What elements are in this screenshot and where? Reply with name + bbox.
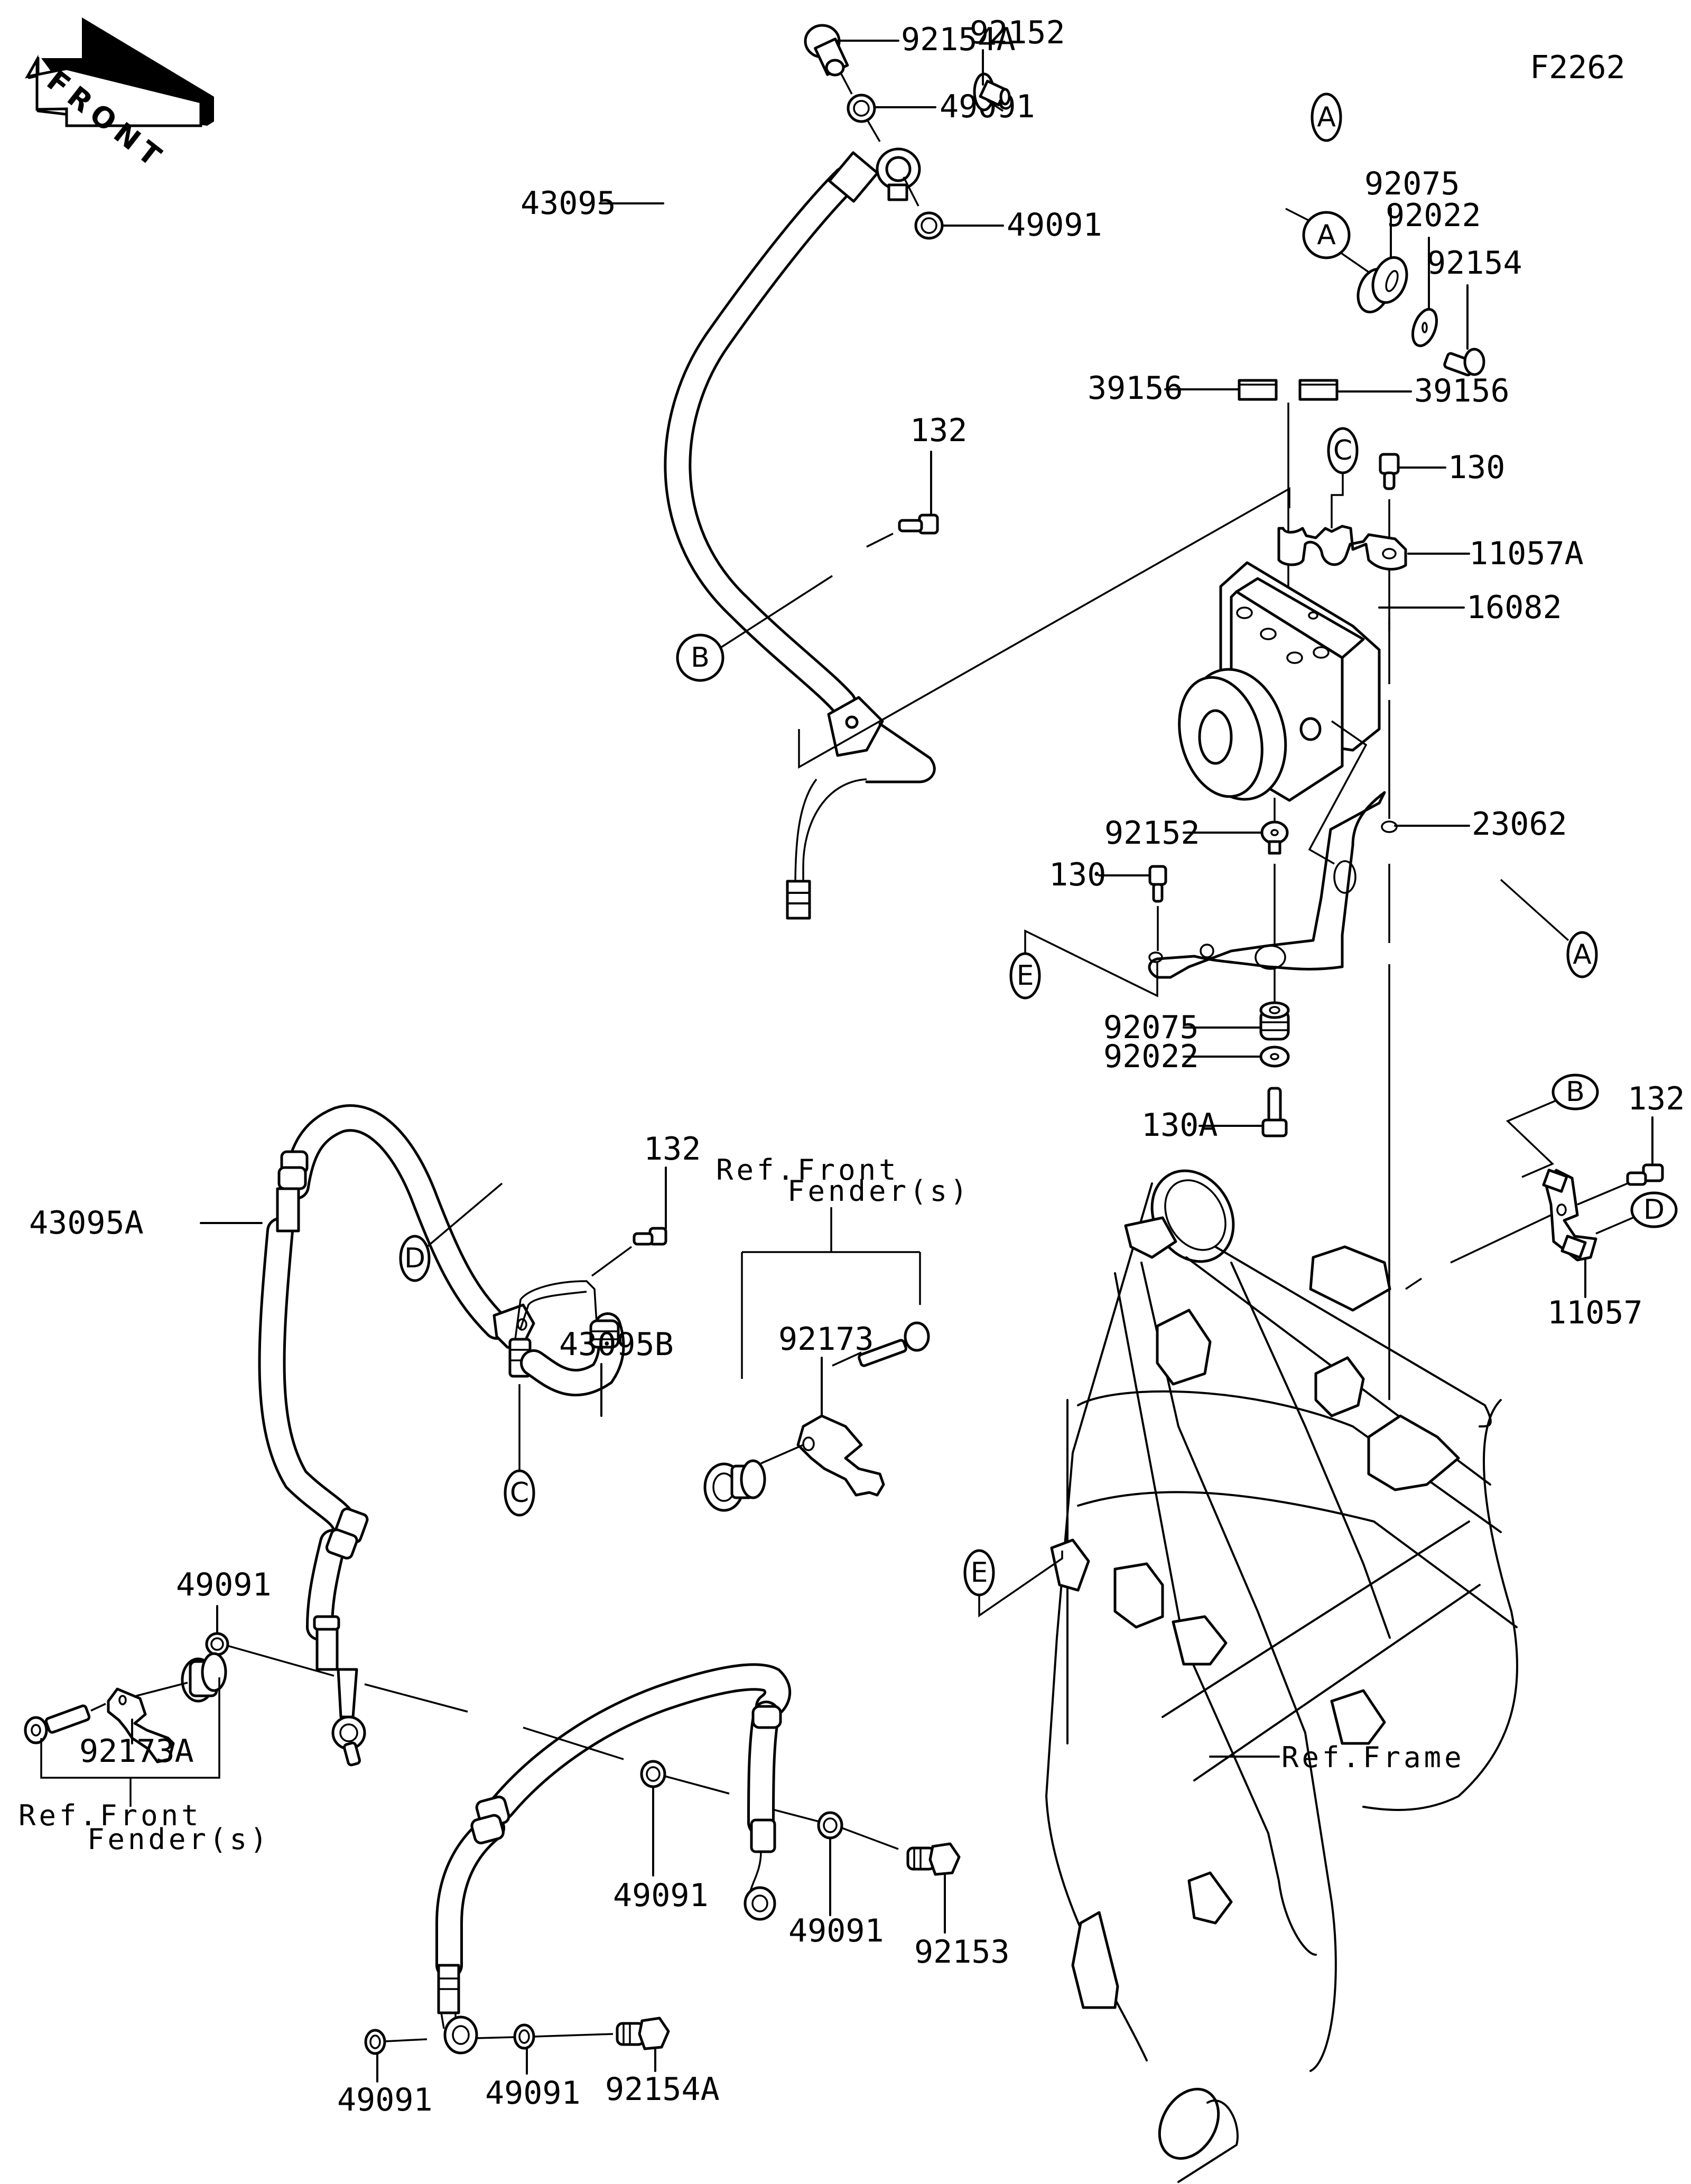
svg-text:E: E	[1017, 960, 1034, 992]
ref-front-fender-bottom: Ref.Front Fender(s)	[18, 1677, 271, 1856]
callout-a-bracket: A	[1500, 879, 1598, 978]
bolt-130a: 130A	[1141, 1087, 1288, 1144]
part-label-43095b: 43095B	[559, 1326, 674, 1363]
part-label-11057a: 11057A	[1469, 535, 1584, 572]
clamp-11057a: 11057A	[1277, 525, 1584, 572]
part-label-49091-left: 49091	[176, 1566, 272, 1603]
ref-front-fender-mid-line2: Fender(s)	[787, 1174, 971, 1208]
marker-39156-right: 39156	[1298, 372, 1510, 409]
ref-front-fender-mid-line1: Ref.Front	[716, 1153, 899, 1187]
ref-front-fender-mid: Ref.Front Fender(s)	[716, 1153, 971, 1379]
clamp-92173a: 92173A	[24, 1652, 227, 1770]
brake-hose-43095a: 43095A	[29, 1104, 625, 1767]
washer-49091-bottom-1: 49091	[337, 2029, 433, 2118]
collar-92152-top: 92152	[970, 14, 1065, 111]
part-label-132-upper: 132	[910, 412, 967, 449]
part-label-130-lower: 130	[1049, 856, 1106, 893]
part-label-130a: 130A	[1141, 1107, 1218, 1144]
callout-e-frame: E	[963, 1549, 1063, 1618]
abs-hydraulic-unit-16082: 16082	[1178, 561, 1562, 802]
callout-b-frame: B	[1506, 1074, 1599, 1178]
front-direction-arrow-icon: FRONT	[25, 17, 214, 176]
part-label-49091-top-2: 49091	[1007, 207, 1102, 244]
part-label-92153: 92153	[914, 1934, 1010, 1971]
part-label-49091-mid-2: 49091	[788, 1912, 884, 1949]
bolt-132-right: 132	[1577, 1080, 1685, 1206]
callout-e-bracket: E	[1009, 929, 1158, 1000]
callout-c-clamp: C	[1327, 427, 1359, 528]
damper-92075-lower: 92075	[1103, 1001, 1290, 1046]
part-label-92022-top: 92022	[1386, 197, 1481, 234]
part-label-132-mid: 132	[644, 1131, 701, 1168]
ref-frame-label: Ref.Frame	[1281, 1741, 1465, 1774]
svg-text:D: D	[1643, 1194, 1665, 1226]
part-label-92173a: 92173A	[79, 1733, 194, 1770]
part-label-43095a: 43095A	[29, 1205, 144, 1242]
part-label-11057: 11057	[1547, 1294, 1643, 1331]
bracket-23062: 23062	[1148, 791, 1567, 979]
svg-text:B: B	[1566, 1076, 1585, 1108]
part-label-92075-lower: 92075	[1103, 1009, 1199, 1046]
svg-text:C: C	[510, 1477, 529, 1509]
svg-text:C: C	[1333, 435, 1352, 466]
svg-text:D: D	[404, 1243, 425, 1274]
ref-front-fender-bottom-line2: Fender(s)	[87, 1823, 271, 1856]
banjo-bolt-92153: 92153	[906, 1842, 1010, 1971]
washer-49091-left: 49091	[176, 1566, 624, 1760]
svg-text:A: A	[1317, 101, 1336, 133]
part-label-39156-left: 39156	[1088, 370, 1183, 407]
bolt-130-top: 130	[1379, 449, 1505, 490]
washer-49091-bottom-2: 49091	[475, 2023, 614, 2112]
part-label-92075-top: 92075	[1364, 165, 1460, 202]
bolt-130-lower: 130	[1049, 856, 1167, 903]
banjo-bolt-92154a-top: 92154A	[804, 21, 1016, 77]
marker-39156-left: 39156	[1088, 370, 1278, 407]
bolt-132-upper: 132	[866, 412, 967, 548]
part-label-23062: 23062	[1472, 806, 1567, 843]
part-label-92152-top: 92152	[970, 14, 1065, 51]
clamp-92173: 92173	[703, 1321, 930, 1512]
callout-c-hose: C	[504, 1384, 535, 1517]
part-label-92154a-top: 92154A	[901, 21, 1016, 58]
figure-code-label: F2262	[1530, 49, 1625, 86]
svg-text:A: A	[1573, 939, 1592, 970]
washer-92022-lower: 92022	[1103, 1038, 1290, 1075]
callout-b-hose: B	[676, 575, 833, 682]
svg-text:B: B	[691, 642, 710, 674]
part-label-92154: 92154	[1427, 245, 1522, 282]
part-label-92173: 92173	[778, 1321, 874, 1358]
part-label-39156-right: 39156	[1414, 372, 1510, 409]
collar-92152-lower: 92152	[1104, 815, 1289, 855]
brake-hose-43095	[664, 147, 936, 920]
frame-reference: Ref.Frame	[1045, 1169, 1519, 2183]
callout-d-frame: D	[1595, 1191, 1678, 1235]
clamp-11057: 11057	[1542, 1169, 1643, 1331]
part-label-92152-lower: 92152	[1104, 815, 1200, 852]
svg-text:E: E	[971, 1557, 988, 1589]
part-label-49091-bottom-1: 49091	[337, 2082, 433, 2118]
part-label-92154a-bottom: 92154A	[605, 2071, 720, 2108]
part-label-16082: 16082	[1466, 589, 1562, 626]
part-label-49091-mid-1: 49091	[613, 1877, 709, 1914]
callout-a-top-marker: A	[1302, 211, 1351, 259]
washer-49091-mid-2: 49091	[772, 1808, 899, 1949]
callout-d-hose: D	[399, 1182, 503, 1282]
part-label-49091-bottom-2: 49091	[485, 2075, 581, 2112]
washer-49091-mid-1: 49091	[613, 1760, 730, 1914]
part-label-130-top: 130	[1448, 449, 1505, 486]
part-label-92022-lower: 92022	[1103, 1038, 1199, 1075]
bolt-92154: 92154	[1427, 245, 1522, 377]
ref-front-fender-bottom-line1: Ref.Front	[18, 1799, 202, 1832]
banjo-bolt-92154a-bottom: 92154A	[605, 2017, 720, 2108]
damper-92075-top: 92075	[1356, 165, 1460, 314]
part-label-43095: 43095	[521, 185, 616, 222]
callout-a-top: A	[1311, 92, 1342, 142]
part-label-132-right: 132	[1628, 1080, 1685, 1117]
bolt-132-mid: 132	[591, 1131, 701, 1277]
svg-text:A: A	[1317, 219, 1336, 251]
brake-hose-43095b: 43095B	[435, 1326, 792, 2055]
washer-49091-top-2: 49091	[914, 207, 1102, 244]
washer-92022-top: 92022	[1386, 197, 1481, 348]
